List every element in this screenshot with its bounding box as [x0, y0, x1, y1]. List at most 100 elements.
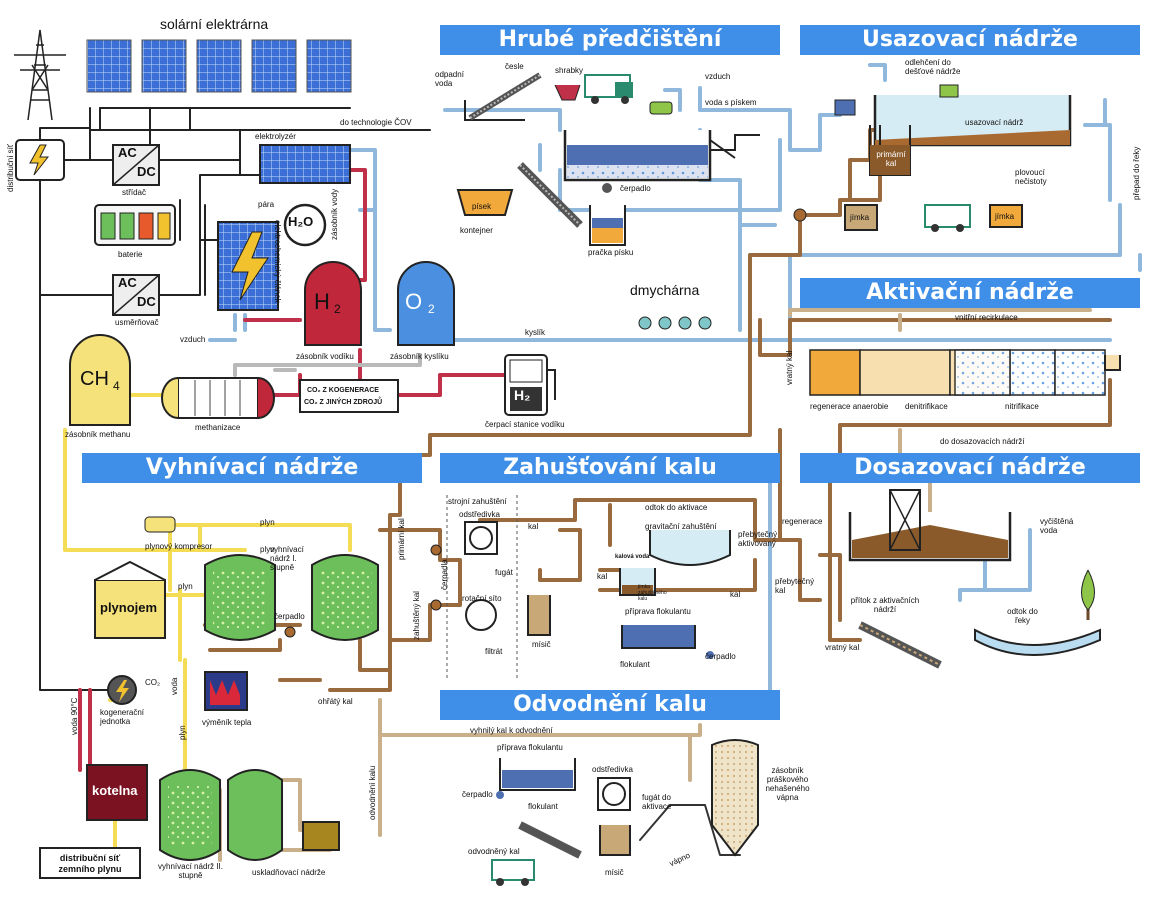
label-storage-tanks: uskladňovací nádrže	[252, 868, 326, 877]
label-dewatered-sludge: odvodněný kal	[468, 847, 520, 856]
label-primary-sludge-v: primární kal	[397, 518, 406, 560]
label-to-secondary: do dosazovacích nádrží	[940, 437, 1025, 446]
solar-panels	[86, 39, 352, 93]
header-coarse-pretreatment: Hrubé předčištění	[440, 25, 780, 55]
batteries	[94, 204, 176, 246]
water-pipes	[208, 63, 1142, 692]
label-water-90c: voda 90°C	[70, 697, 79, 735]
label-overflow-to-storm: odlehčení do dešťové nádrže	[905, 58, 961, 76]
label-water: voda	[170, 677, 179, 695]
label-outflow-activation: odtok do aktivace	[645, 503, 708, 512]
header-primary-settling: Usazovací nádrže	[800, 25, 1140, 55]
label-ac-1: AC	[118, 145, 137, 160]
label-pumps: čerpadla	[440, 559, 449, 590]
label-sludge-dewatering-v: odvodnění kalu	[368, 765, 377, 820]
header-thickening: Zahušťování kalu	[440, 453, 780, 483]
label-distribution-grid: distribuční síť	[6, 144, 15, 192]
coarse-pretreatment	[456, 72, 760, 246]
label-pump-digester: čerpadlo	[274, 612, 305, 621]
label-return-sludge-bottom: vratný kal	[825, 643, 860, 652]
label-ac-2: AC	[118, 275, 137, 290]
label-mixer: mísič	[532, 640, 551, 649]
label-sand-washer: pračka písku	[588, 248, 634, 257]
primary-settling	[793, 84, 1072, 232]
label-flocculant: flokulant	[620, 660, 650, 669]
label-gravity-thickening: gravitační zahuštění	[645, 522, 717, 531]
label-sump-1: jímka	[850, 213, 870, 222]
label-treated-water: vyčištěná voda	[1040, 517, 1074, 535]
label-gas-grid: distribuční síť zemního plynu	[58, 853, 122, 874]
label-co2-other: CO₂ Z JINÝCH ZDROJŮ	[304, 399, 383, 406]
label-screens: česle	[505, 62, 524, 71]
activation-tanks	[638, 316, 1121, 396]
label-centrifuge-2: odstředivka	[592, 765, 633, 774]
label-hydrogen-tank: zásobník vodíku	[296, 352, 354, 361]
label-digested-to-dewatering: vyhnilý kal k odvodnění	[470, 726, 553, 735]
secondary-settling	[848, 489, 1101, 669]
label-centrate: fugát	[495, 568, 513, 577]
label-rectifier: usměrňovač	[115, 318, 159, 327]
label-boiler-room: kotelna	[92, 783, 138, 798]
oxygen-tank	[397, 261, 455, 346]
label-gas-2: plyn	[260, 545, 275, 554]
label-co2-cogeneration: CO₂ Z KOGENERACE	[307, 387, 379, 394]
label-pump-dewatering: čerpadlo	[462, 790, 493, 799]
label-sump-2: jímka	[995, 212, 1015, 221]
label-ch4-symbol: CH	[80, 368, 109, 390]
label-thickened-sludge: zahuštěný kal	[412, 591, 421, 640]
label-mechanical-thickening: strojní zahuštění	[448, 497, 507, 506]
digesters	[39, 516, 379, 879]
label-electrolyzer: elektrolyzér	[255, 132, 296, 141]
label-h2-pump-symbol: H₂	[514, 387, 531, 403]
label-oxygen-pipe: kyslík	[525, 328, 545, 337]
label-gas-1: plyn	[260, 518, 275, 527]
header-digesters: Vyhnívací nádrže	[82, 453, 422, 483]
label-flocculant-2: flokulant	[528, 802, 558, 811]
label-inverter: střídač	[122, 188, 147, 197]
label-h2-symbol: H	[314, 289, 330, 314]
transmission-tower	[14, 29, 66, 121]
label-o2-symbol: O	[405, 289, 423, 314]
label-excess-sludge: přebytečný kal	[775, 577, 815, 595]
co2-sources-box	[299, 379, 399, 413]
label-methanizer: methanizace	[195, 423, 241, 432]
label-sludge-water: kalová voda	[615, 554, 650, 560]
label-water-with-sand: voda s pískem	[705, 98, 757, 107]
label-heated-sludge: ohřátý kal	[318, 697, 353, 706]
label-primary-sludge: primární kal	[876, 150, 906, 168]
label-internal-recirculation: vnitřní recirkulace	[955, 313, 1018, 322]
label-excess-activated: přebytečný aktivovaný	[738, 530, 778, 548]
label-steam: pára	[258, 200, 275, 209]
hydrogen-tank	[304, 261, 362, 346]
label-gasholder: plynojem	[100, 600, 158, 615]
label-wastewater: odpadní voda	[435, 70, 464, 88]
label-solar-plant: solární elektrárna	[160, 16, 269, 32]
label-thickened-sump: jímka zahuštěného kalu	[638, 584, 667, 602]
label-oxygen-tank: zásobník kyslíku	[390, 352, 449, 361]
label-pump-thickening: čerpadlo	[705, 652, 736, 661]
label-blower-station: dmychárna	[630, 282, 700, 298]
label-regeneration: regenerace	[782, 517, 823, 526]
label-hydrogen-station: čerpací stanice vodíku	[485, 420, 565, 429]
label-container: kontejner	[460, 226, 493, 235]
label-return-sludge-top: vratný kal	[785, 350, 794, 385]
label-o2-subscript: 2	[428, 302, 435, 316]
label-dc-2: DC	[137, 294, 156, 309]
label-co2: CO₂	[145, 678, 161, 687]
label-gas-3: plyn	[178, 582, 193, 591]
label-flocculant-prep-2: příprava flokulantu	[497, 743, 563, 752]
label-gas-compressor: plynový kompresor	[145, 542, 213, 551]
label-pump-top: čerpadlo	[620, 184, 651, 193]
label-sludge-1: kal	[528, 522, 539, 531]
label-cogeneration-unit: kogenerační jednotka	[100, 708, 145, 726]
label-air-left: vzduch	[180, 335, 206, 344]
label-anaerobic-regeneration: regenerace anaerobie	[810, 402, 889, 411]
label-floating-debris: plovoucí nečistoty	[1015, 168, 1047, 186]
label-to-technology: do technologie ČOV	[340, 118, 412, 127]
label-ch4-subscript: 4	[113, 379, 120, 393]
label-settling-tank: usazovací nádrž	[965, 118, 1024, 127]
label-air-top: vzduch	[705, 72, 731, 81]
label-h2o: H₂O	[288, 214, 314, 229]
label-denitrification: denitrifikace	[905, 402, 948, 411]
